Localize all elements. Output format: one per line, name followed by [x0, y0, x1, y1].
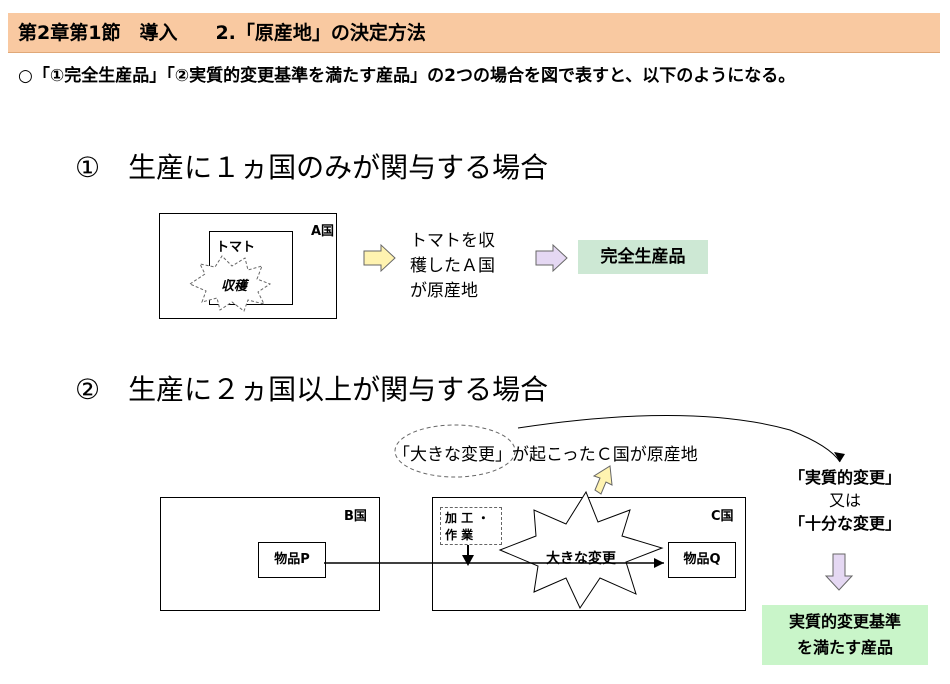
section1-explain: トマトを収 穫したＡ国 が原産地	[410, 229, 495, 304]
item-p-box: 物品P	[258, 542, 326, 578]
process-box: 加 工 ・ 作 業	[440, 507, 502, 545]
page-title: 第2章第1節 導入 2.「原産地」の決定方法	[18, 22, 426, 44]
country-b-label: B国	[344, 509, 367, 524]
substantial-change-label: 「実質的変更」	[788, 468, 901, 487]
or-label: 又は	[828, 491, 861, 510]
section1-title: ① 生産に１ヵ国のみが関与する場合	[75, 151, 549, 184]
big-change-label: 大きな変更	[546, 551, 616, 567]
sufficient-change-label: 「十分な変更」	[788, 514, 901, 533]
intro-text: ○「①完全生産品」「②実質的変更基準を満たす産品」の2つの場合を図で表すと、以下…	[18, 66, 796, 86]
process-line: 作 業	[445, 528, 474, 542]
harvest-label: 収穫	[221, 279, 248, 294]
tomato-label: トマト	[216, 240, 256, 255]
explain-line: が原産地	[410, 281, 478, 301]
header-bar: 第2章第1節 導入 2.「原産地」の決定方法	[8, 13, 940, 53]
callout-rest: が起こったＣ国が原産地	[512, 445, 698, 465]
callout-term: 「大きな変更」	[393, 445, 512, 465]
section2-title: ② 生産に２ヵ国以上が関与する場合	[75, 373, 549, 406]
result-complete-badge: 完全生産品	[578, 240, 708, 274]
explain-line: 穫したＡ国	[410, 256, 495, 276]
country-c-label: C国	[711, 509, 734, 524]
explain-line: トマトを収	[410, 231, 495, 251]
result-line: を満たす産品	[796, 638, 893, 657]
item-q-box: 物品Q	[668, 542, 736, 578]
result-line: 実質的変更基準	[788, 612, 901, 631]
result-substantial-badge: 実質的変更基準 を満たす産品	[762, 605, 928, 665]
change-definition: 「実質的変更」 又は 「十分な変更」	[770, 466, 920, 535]
callout-text: 「大きな変更」が起こったＣ国が原産地	[393, 440, 698, 465]
process-line: 加 工 ・	[445, 511, 490, 525]
country-a-label: A国	[311, 224, 335, 239]
